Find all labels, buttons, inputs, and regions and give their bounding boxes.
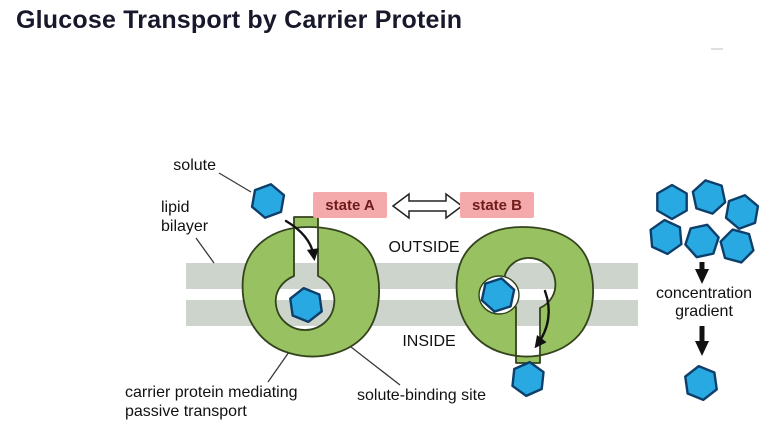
pointer-line-lipid-bilayer <box>195 237 215 264</box>
carrier-protein-state-a <box>241 216 380 358</box>
solute-hexagon-low-concentration <box>682 362 720 404</box>
solute-label: solute <box>173 157 216 174</box>
state-transition-arrow <box>391 192 464 220</box>
solute-hexagon <box>717 224 757 268</box>
state-b-label: state B <box>472 197 522 214</box>
solute-entry-arrow <box>284 219 319 261</box>
pointer-line-carrier-protein <box>267 351 290 383</box>
inside-label: INSIDE <box>402 333 455 350</box>
solute-hexagon-released-inside <box>510 359 546 399</box>
concentration-gradient-label-line1: concentration <box>656 285 752 302</box>
state-a-box <box>313 192 387 218</box>
binding-site-label: solute-binding site <box>357 387 486 404</box>
solute-hexagon <box>656 183 688 221</box>
carrier-protein-label-line2: passive transport <box>125 403 247 420</box>
solute-release-arrow <box>534 289 550 349</box>
pointer-line-solute <box>218 172 252 193</box>
carrier-protein-state-b <box>455 226 594 364</box>
carrier-protein-label-line1: carrier protein mediating <box>125 384 298 401</box>
solute-hexagon <box>681 219 723 263</box>
solute-hexagon <box>689 176 729 218</box>
lipid-bilayer-label-line2: bilayer <box>161 218 209 235</box>
solute-hexagon <box>723 191 761 233</box>
gradient-hexagon-cluster <box>648 176 761 268</box>
state-b-box <box>460 192 534 218</box>
lipid-bilayer-label-line1: lipid <box>161 199 189 216</box>
state-a-label: state A <box>325 197 375 214</box>
outside-label: OUTSIDE <box>388 239 459 256</box>
solute-hexagon <box>648 217 684 257</box>
concentration-gradient-label-line2: gradient <box>675 303 733 320</box>
solute-hexagon-free-outside <box>249 180 287 222</box>
page-title: Glucose Transport by Carrier Protein <box>16 6 463 34</box>
